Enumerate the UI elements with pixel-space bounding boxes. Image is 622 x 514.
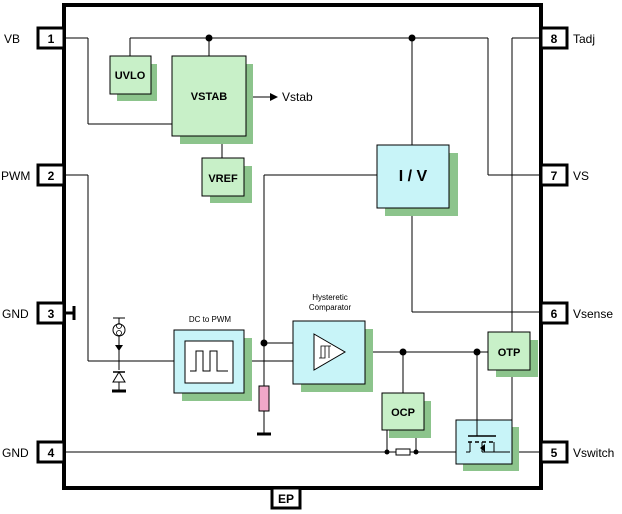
ocp-label: OCP bbox=[391, 407, 415, 419]
iv-label: I / V bbox=[399, 168, 428, 185]
junction-dot bbox=[408, 34, 416, 42]
pin-2: 2 PWM bbox=[1, 163, 66, 187]
pin-8-name: Tadj bbox=[573, 32, 595, 46]
svg-text:7: 7 bbox=[551, 169, 558, 183]
svg-text:EP: EP bbox=[278, 492, 294, 506]
pin-8: 8 Tadj bbox=[539, 26, 595, 50]
svg-text:1: 1 bbox=[48, 32, 55, 46]
pin-5-name: Vswitch bbox=[573, 446, 614, 460]
pin-1: 1 VB bbox=[4, 26, 66, 50]
vstab-label: VSTAB bbox=[191, 91, 228, 103]
comparator-label-line2: Comparator bbox=[309, 303, 352, 312]
pin-7-name: VS bbox=[573, 169, 589, 183]
vref-block bbox=[201, 157, 245, 197]
junction-dot bbox=[260, 339, 268, 347]
pwm-waveform-icon bbox=[190, 350, 228, 372]
junction-dot bbox=[205, 34, 213, 42]
pin-6: 6 Vsense bbox=[539, 301, 613, 325]
junction-dot bbox=[473, 348, 481, 356]
iv-converter-block bbox=[376, 144, 450, 209]
mosfet-icon bbox=[466, 420, 510, 453]
uvlo-block bbox=[109, 55, 152, 95]
junction-dot bbox=[384, 449, 390, 455]
pin-7: 7 VS bbox=[539, 163, 589, 187]
otp-label: OTP bbox=[498, 347, 521, 359]
vref-label: VREF bbox=[208, 173, 238, 185]
vstab-output-label: Vstab bbox=[282, 90, 313, 104]
uvlo-label: UVLO bbox=[115, 70, 146, 82]
pin-1-name: VB bbox=[4, 32, 20, 46]
pin-3: 3 GND bbox=[2, 301, 66, 325]
svg-text:2: 2 bbox=[48, 169, 55, 183]
ocp-block bbox=[381, 392, 425, 431]
sense-resistor bbox=[258, 385, 270, 412]
hysteresis-icon bbox=[319, 345, 331, 359]
pin-2-name: PWM bbox=[1, 169, 30, 183]
otp-block bbox=[487, 331, 531, 371]
svg-text:4: 4 bbox=[48, 446, 55, 460]
pin-6-name: Vsense bbox=[573, 307, 613, 321]
svg-text:3: 3 bbox=[48, 307, 55, 321]
pin-4-name: GND bbox=[2, 446, 29, 460]
pin-5: 5 Vswitch bbox=[539, 440, 614, 464]
svg-text:6: 6 bbox=[551, 307, 558, 321]
pin-4: 4 GND bbox=[2, 440, 66, 464]
dc-to-pwm-label: DC to PWM bbox=[189, 315, 232, 324]
comparator-label-line1: Hysteretic bbox=[312, 293, 348, 302]
svg-text:5: 5 bbox=[551, 446, 558, 460]
pin-3-name: GND bbox=[2, 307, 29, 321]
comparator-triangle-icon bbox=[313, 333, 346, 371]
vstab-block bbox=[171, 55, 247, 137]
junction-dot bbox=[399, 348, 407, 356]
junction-dot bbox=[413, 449, 419, 455]
exposed-pad: EP bbox=[270, 486, 302, 510]
svg-text:8: 8 bbox=[551, 32, 558, 46]
